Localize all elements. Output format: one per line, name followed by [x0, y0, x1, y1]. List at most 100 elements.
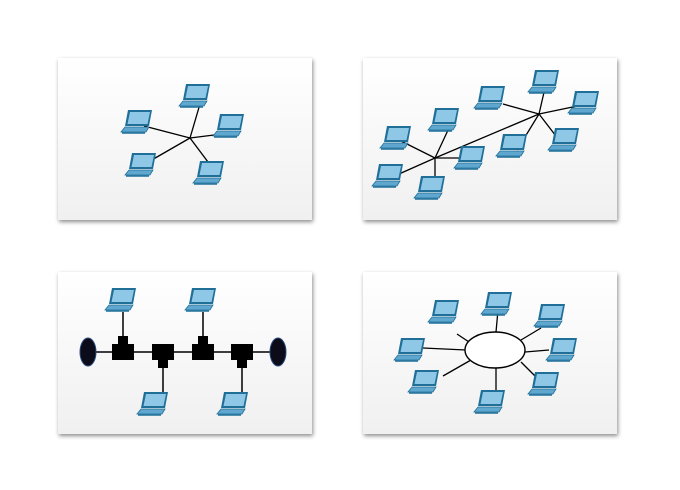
laptop-icon	[178, 84, 210, 108]
laptop-icon	[473, 390, 505, 414]
laptop-keyboard	[136, 408, 166, 415]
star-link	[149, 137, 191, 162]
laptop-keyboard	[192, 177, 222, 184]
laptop-keyboard	[413, 192, 443, 199]
laptop-keyboard	[120, 126, 150, 133]
laptop-icon	[371, 164, 403, 188]
laptop-icon	[480, 292, 512, 316]
laptop-keyboard	[124, 169, 154, 176]
laptop-screen	[131, 155, 154, 167]
laptop-screen	[223, 394, 246, 406]
laptop-keyboard	[495, 150, 525, 157]
laptop-keyboard	[178, 100, 208, 107]
laptop-icon	[124, 153, 156, 177]
laptop-screen	[414, 372, 437, 384]
laptop-icon	[527, 372, 559, 396]
laptop-icon	[527, 70, 559, 94]
laptop-keyboard	[393, 354, 423, 361]
laptop-screen	[127, 112, 150, 124]
laptop-icon	[212, 114, 244, 138]
laptop-screen	[219, 116, 242, 128]
laptop-keyboard	[473, 406, 503, 413]
laptop-icon	[495, 134, 527, 158]
laptop-keyboard	[480, 308, 510, 315]
laptop-icon	[427, 108, 459, 132]
link	[502, 103, 540, 115]
star-topology-panel	[58, 58, 312, 220]
laptop-keyboard	[379, 142, 409, 149]
laptop-icon	[547, 128, 579, 152]
t-connector-icon	[152, 344, 174, 368]
laptop-screen	[199, 163, 222, 175]
ring-link	[456, 333, 470, 343]
laptop-screen	[434, 302, 457, 314]
ring-topology-panel	[363, 272, 617, 434]
laptop-icon	[184, 288, 216, 312]
laptop-screen	[460, 148, 483, 160]
laptop-screen	[191, 290, 214, 302]
laptop-screen	[540, 306, 563, 318]
laptop-screen	[574, 93, 597, 105]
laptop-screen	[480, 88, 503, 100]
extended-star-topology-diagram	[371, 70, 599, 200]
laptop-screen	[487, 294, 510, 306]
laptop-screen	[111, 290, 134, 302]
laptop-screen	[480, 392, 503, 404]
laptop-keyboard	[545, 354, 575, 361]
bus-topology-diagram	[79, 288, 287, 416]
star-link	[143, 125, 191, 139]
backbone-link	[434, 113, 540, 159]
terminator-icon	[269, 337, 287, 367]
laptop-screen	[400, 340, 423, 352]
laptop-keyboard	[427, 124, 457, 131]
laptop-screen	[378, 166, 401, 178]
laptop-screen	[386, 128, 409, 140]
t-connector-icon	[112, 336, 134, 360]
bus-topology-panel	[58, 272, 312, 434]
laptop-screen	[552, 340, 575, 352]
laptop-icon	[393, 338, 425, 362]
laptop-keyboard	[473, 102, 503, 109]
laptop-screen	[434, 110, 457, 122]
laptop-keyboard	[427, 316, 457, 323]
laptop-icon	[192, 161, 224, 185]
laptop-icon	[427, 300, 459, 324]
t-connector-icon	[231, 344, 253, 368]
laptop-keyboard	[533, 320, 563, 327]
laptop-keyboard	[453, 162, 483, 169]
laptop-screen	[554, 130, 577, 142]
laptop-keyboard	[527, 86, 557, 93]
t-connector-icon	[192, 336, 214, 360]
laptop-icon	[567, 91, 599, 115]
laptop-screen	[143, 394, 166, 406]
laptop-keyboard	[104, 304, 134, 311]
extended-star-topology-panel	[363, 58, 617, 220]
laptop-keyboard	[212, 130, 242, 137]
laptop-keyboard	[407, 386, 437, 393]
laptop-icon	[104, 288, 136, 312]
star-topology-diagram	[120, 84, 244, 185]
laptop-keyboard	[216, 408, 246, 415]
laptop-icon	[136, 392, 168, 416]
laptop-screen	[534, 72, 557, 84]
ring-hub	[464, 331, 526, 369]
star-link	[189, 137, 209, 163]
laptop-icon	[413, 176, 445, 200]
terminator-icon	[79, 337, 97, 367]
laptop-screen	[534, 374, 557, 386]
laptop-screen	[185, 86, 208, 98]
laptop-keyboard	[527, 388, 557, 395]
laptop-icon	[379, 126, 411, 150]
laptop-keyboard	[184, 304, 214, 311]
laptop-icon	[545, 338, 577, 362]
laptop-icon	[453, 146, 485, 170]
laptop-icon	[120, 110, 152, 134]
star-link	[189, 103, 201, 139]
laptop-keyboard	[567, 107, 597, 114]
laptop-keyboard	[371, 180, 401, 187]
laptop-screen	[502, 136, 525, 148]
ring-link	[442, 359, 472, 377]
laptop-keyboard	[547, 144, 577, 151]
ring-link	[520, 327, 542, 341]
link	[398, 157, 436, 175]
